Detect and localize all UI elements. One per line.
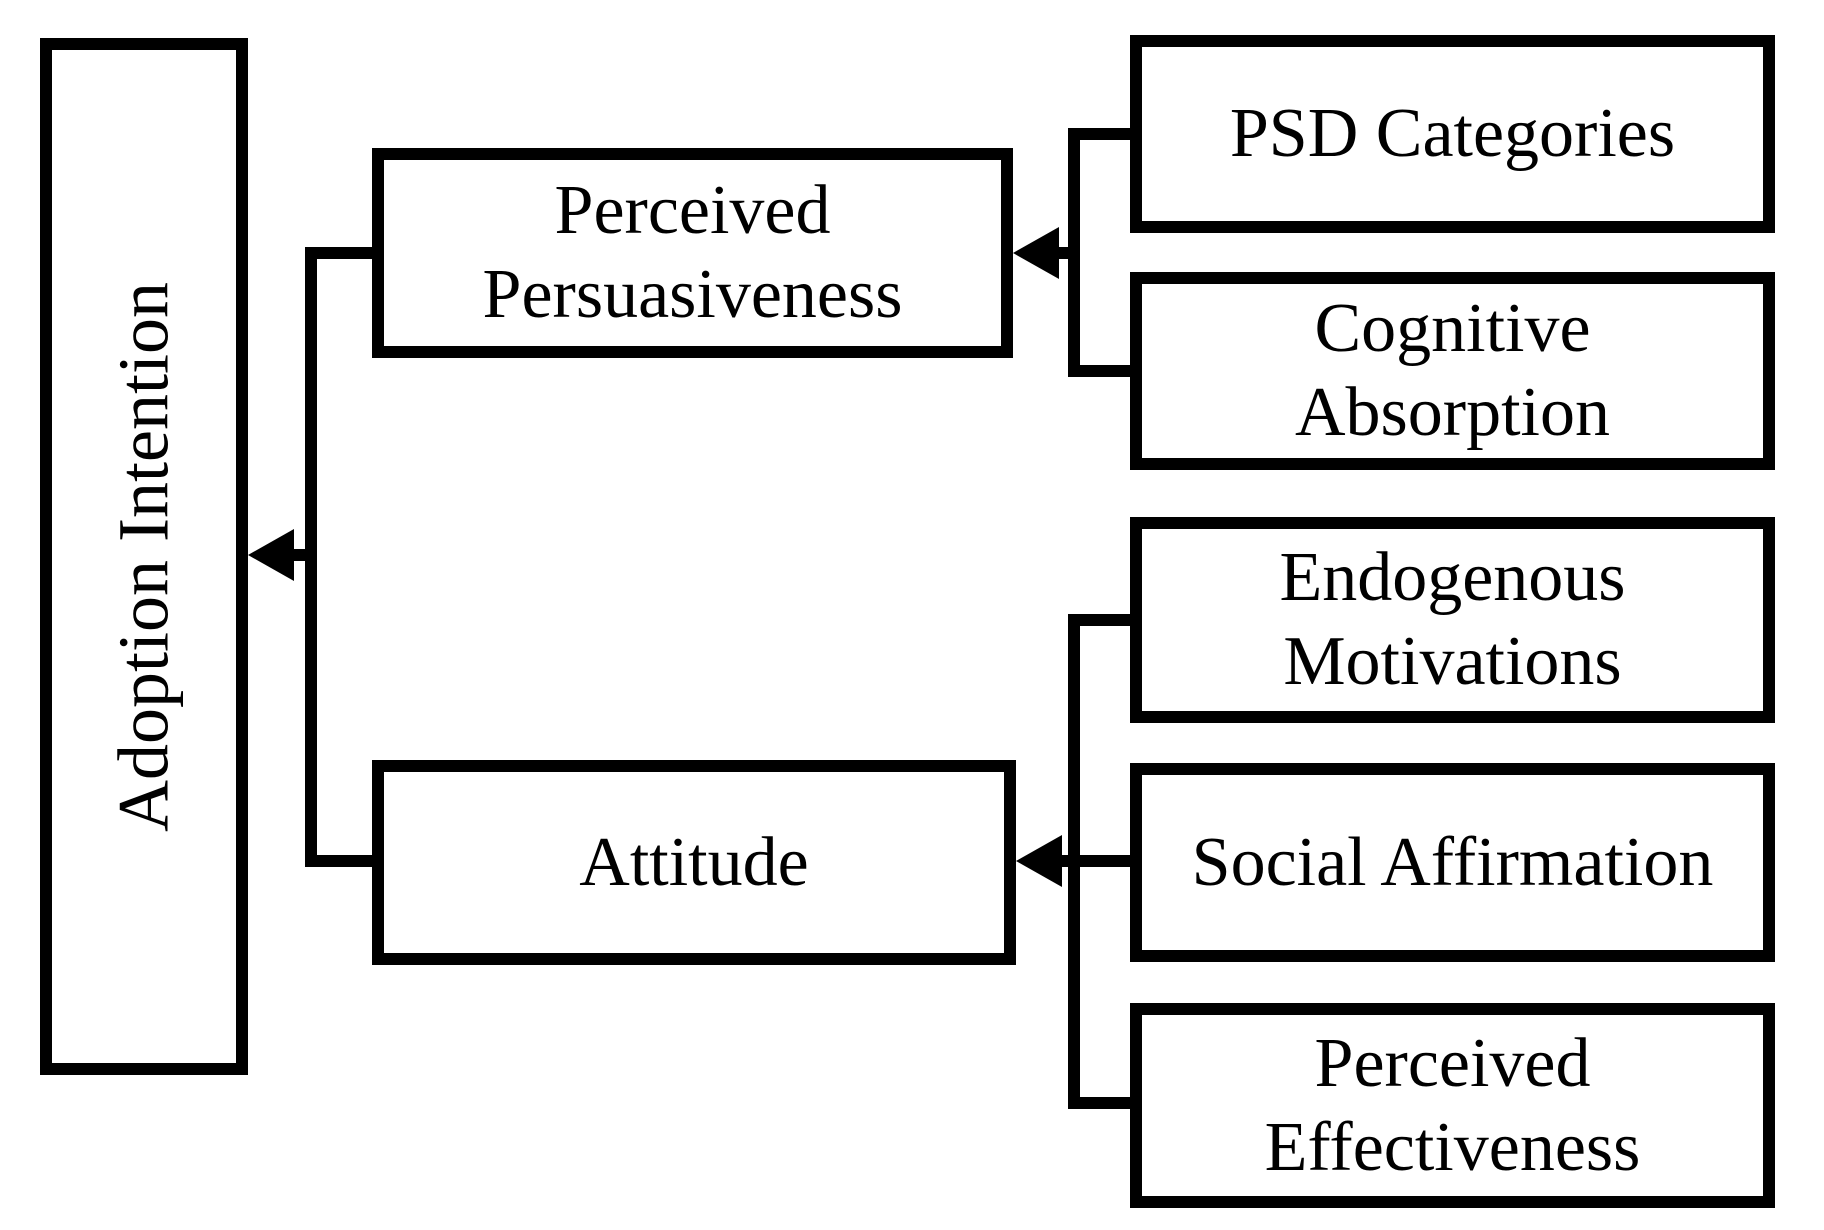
perceived-persuasiveness-label: Perceived Persuasiveness bbox=[483, 169, 903, 337]
cognitive-absorption-line1: Cognitive bbox=[1314, 290, 1591, 367]
perceived-effectiveness-line2: Effectiveness bbox=[1264, 1108, 1641, 1186]
perceived-effectiveness-label: Perceived Effectiveness bbox=[1265, 1022, 1641, 1190]
endogenous-motivations-box: Endogenous Motivations bbox=[1130, 517, 1775, 723]
perceived-effectiveness-box: Perceived Effectiveness bbox=[1130, 1003, 1775, 1208]
psd-categories-box: PSD Categories bbox=[1130, 35, 1775, 233]
cognitive-absorption-label: Cognitive Absorption bbox=[1295, 287, 1610, 455]
perceived-persuasiveness-arrow-shaft bbox=[1052, 247, 1080, 259]
perceived-persuasiveness-line1: Perceived bbox=[554, 172, 831, 249]
adoption-arrowhead-icon bbox=[248, 529, 294, 581]
attitude-label: Attitude bbox=[579, 823, 809, 901]
endogenous-motivations-line1: Endogenous bbox=[1279, 539, 1626, 616]
cognitive-absorption-box: Cognitive Absorption bbox=[1130, 272, 1775, 470]
adoption-intention-box: Adoption Intention bbox=[40, 38, 248, 1075]
left-bracket-stub-attitude bbox=[305, 855, 380, 867]
lower-right-bracket-stub-perceived-effectiveness bbox=[1068, 1097, 1142, 1109]
adoption-intention-label-wrap: Adoption Intention bbox=[52, 50, 236, 1063]
perceived-persuasiveness-box: Perceived Persuasiveness bbox=[372, 148, 1013, 358]
cognitive-absorption-line2: Absorption bbox=[1295, 374, 1610, 451]
upper-right-bracket-stub-cognitive-absorption bbox=[1068, 365, 1142, 377]
perceived-persuasiveness-arrowhead-icon bbox=[1013, 227, 1059, 279]
left-bracket-stub-perceived-persuasiveness bbox=[305, 247, 380, 259]
social-affirmation-label: Social Affirmation bbox=[1191, 823, 1714, 901]
perceived-effectiveness-line1: Perceived bbox=[1314, 1024, 1591, 1102]
endogenous-motivations-label: Endogenous Motivations bbox=[1279, 536, 1625, 704]
psd-categories-label: PSD Categories bbox=[1229, 95, 1676, 172]
adoption-intention-label: Adoption Intention bbox=[103, 281, 184, 832]
endogenous-motivations-line2: Motivations bbox=[1283, 623, 1622, 700]
social-affirmation-box: Social Affirmation bbox=[1130, 763, 1775, 962]
lower-right-bracket-stub-endogenous-motivations bbox=[1068, 614, 1142, 626]
attitude-box: Attitude bbox=[372, 760, 1016, 965]
attitude-arrowhead-icon bbox=[1016, 835, 1062, 887]
upper-right-bracket-stub-psd-categories bbox=[1068, 128, 1142, 140]
attitude-arrow-shaft-social-affirmation bbox=[1056, 855, 1142, 867]
perceived-persuasiveness-line2: Persuasiveness bbox=[482, 256, 903, 333]
